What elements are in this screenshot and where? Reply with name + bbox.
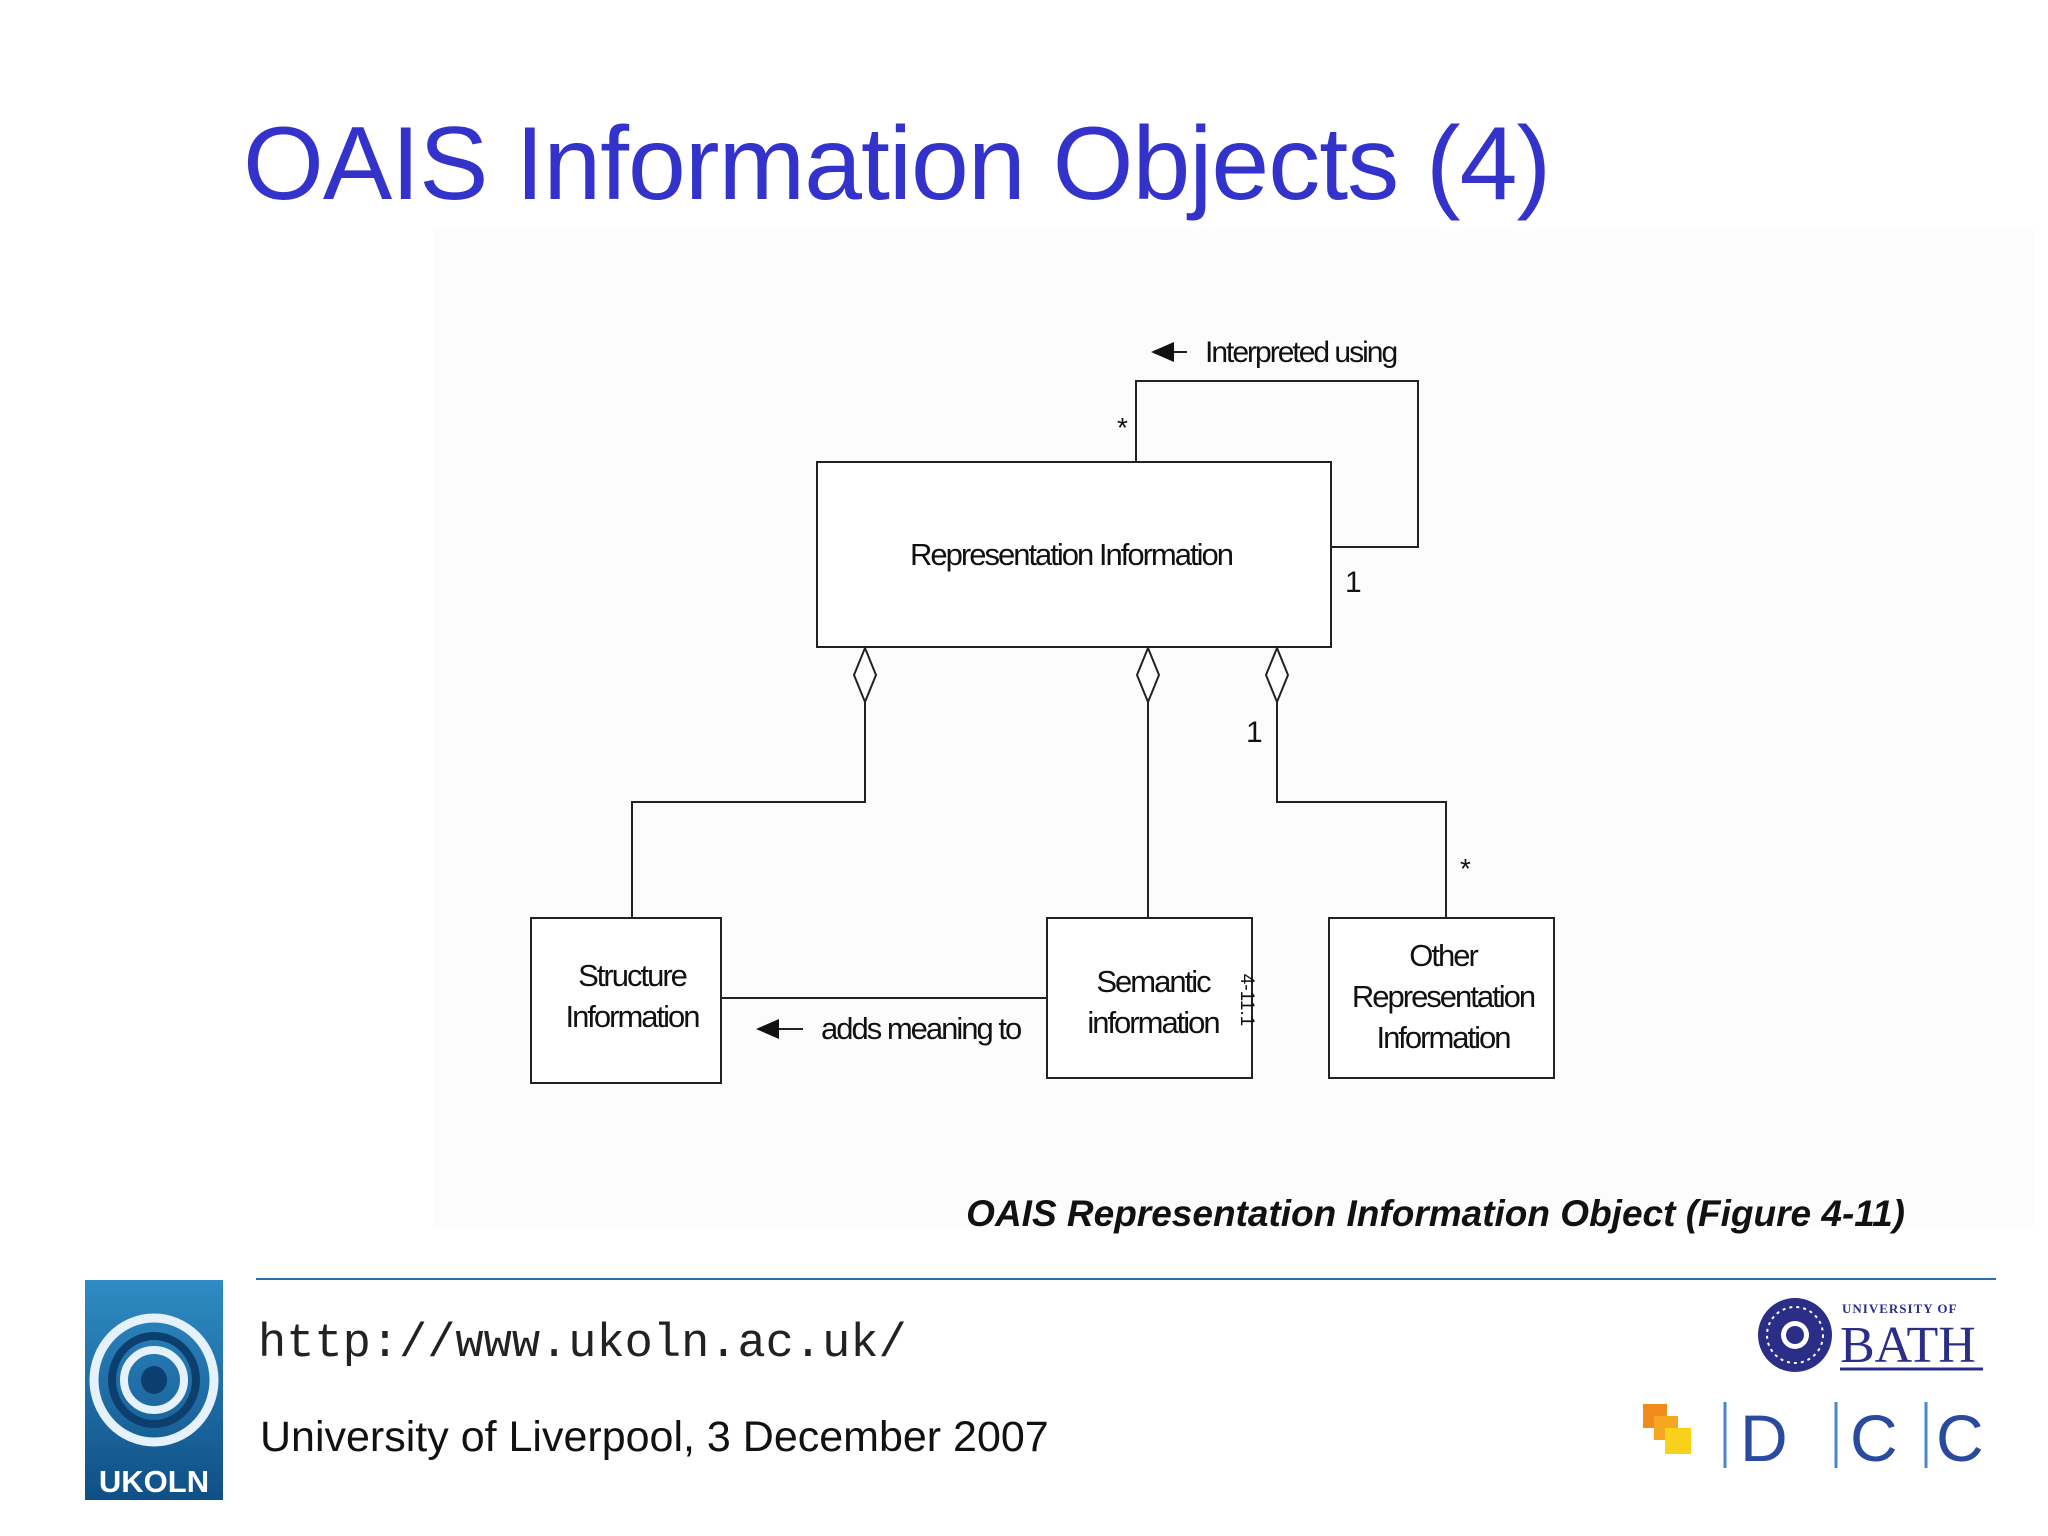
semantic-line1: Semantic [1096, 964, 1211, 999]
ukoln-logo: UKOLN [85, 1280, 223, 1500]
dcc-letter-d: D [1740, 1401, 1788, 1473]
bath-logo-name-text: BATH [1840, 1317, 1976, 1374]
semantic-information-box [1046, 917, 1253, 1079]
aggregation-diamond-semantic [1135, 645, 1161, 705]
other-many-multiplicity: * [1460, 853, 1471, 884]
self-association-line [1135, 380, 1419, 548]
semantic-line2: information [1087, 1005, 1219, 1040]
other-line3: Information [1376, 1020, 1510, 1055]
event-text: University of Liverpool, 3 December 2007 [260, 1413, 1049, 1461]
other-one-multiplicity: 1 [1246, 716, 1263, 749]
adds-meaning-arrow-icon [756, 1019, 779, 1039]
other-representation-box [1328, 917, 1555, 1079]
ukoln-url-link[interactable]: http://www.ukoln.ac.uk/ [258, 1318, 907, 1371]
slide-title: OAIS Information Objects (4) [243, 106, 1551, 222]
bath-logo-top-text: UNIVERSITY OF [1842, 1301, 1957, 1316]
interpreted-using-label: Interpreted using [1205, 336, 1396, 369]
structure-line2: Information [565, 999, 699, 1034]
ukoln-logo-text: UKOLN [99, 1464, 209, 1499]
figure-caption: OAIS Representation Information Object (… [966, 1193, 1905, 1234]
figure-number-label: 4-11.1 [1236, 974, 1257, 1026]
structure-information-box [530, 917, 722, 1084]
structure-line1: Structure [578, 958, 687, 993]
university-of-bath-logo: UNIVERSITY OF BATH [1758, 1298, 1983, 1374]
other-connector [1276, 702, 1447, 918]
self-one-multiplicity: 1 [1345, 566, 1362, 599]
representation-information-label: Representation Information [910, 537, 1233, 572]
interpreted-arrow-icon [1151, 342, 1174, 362]
adds-meaning-label: adds meaning to [821, 1011, 1021, 1046]
dcc-letter-c1: C [1850, 1401, 1898, 1473]
representation-information-box [816, 461, 1332, 648]
dcc-logo: D C C [1643, 1401, 1984, 1473]
self-many-multiplicity: * [1117, 412, 1128, 443]
other-line2: Representation [1352, 979, 1535, 1014]
structure-connector [631, 702, 866, 918]
other-line1: Other [1409, 938, 1478, 973]
dcc-letter-c2: C [1936, 1401, 1984, 1473]
footer-divider [256, 1278, 1996, 1280]
aggregation-diamond-other [1264, 645, 1290, 705]
aggregation-diamond-structure [852, 645, 878, 705]
